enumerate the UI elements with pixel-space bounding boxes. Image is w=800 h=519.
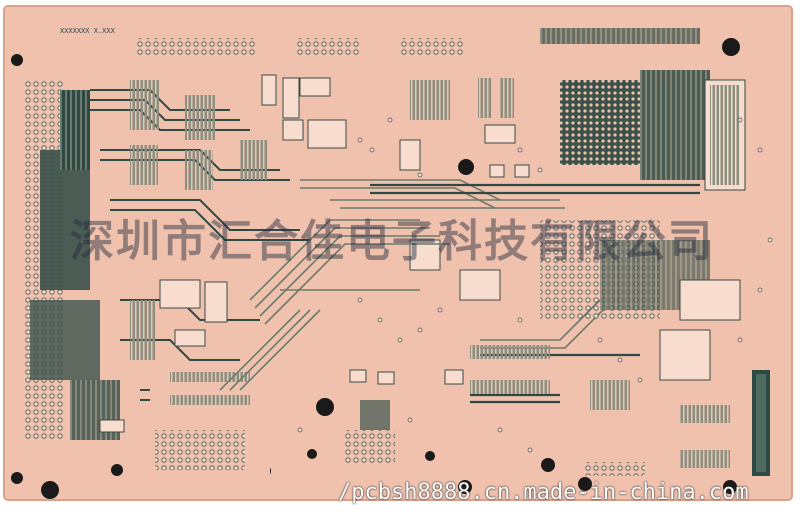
right-bga	[540, 70, 746, 321]
center-components	[261, 74, 530, 385]
center-traces	[219, 179, 606, 391]
silkscreen-label: XXXXXXX X.XXX	[60, 27, 115, 35]
scattered-vias	[297, 117, 773, 453]
lower-right-parts	[470, 329, 770, 476]
mounting-holes	[11, 38, 740, 499]
top-via-rows	[135, 28, 700, 56]
left-ic-blocks	[99, 80, 268, 433]
left-via-array	[24, 80, 120, 440]
horizontal-bus	[370, 183, 700, 404]
bottom-left-pinfield	[150, 370, 395, 480]
